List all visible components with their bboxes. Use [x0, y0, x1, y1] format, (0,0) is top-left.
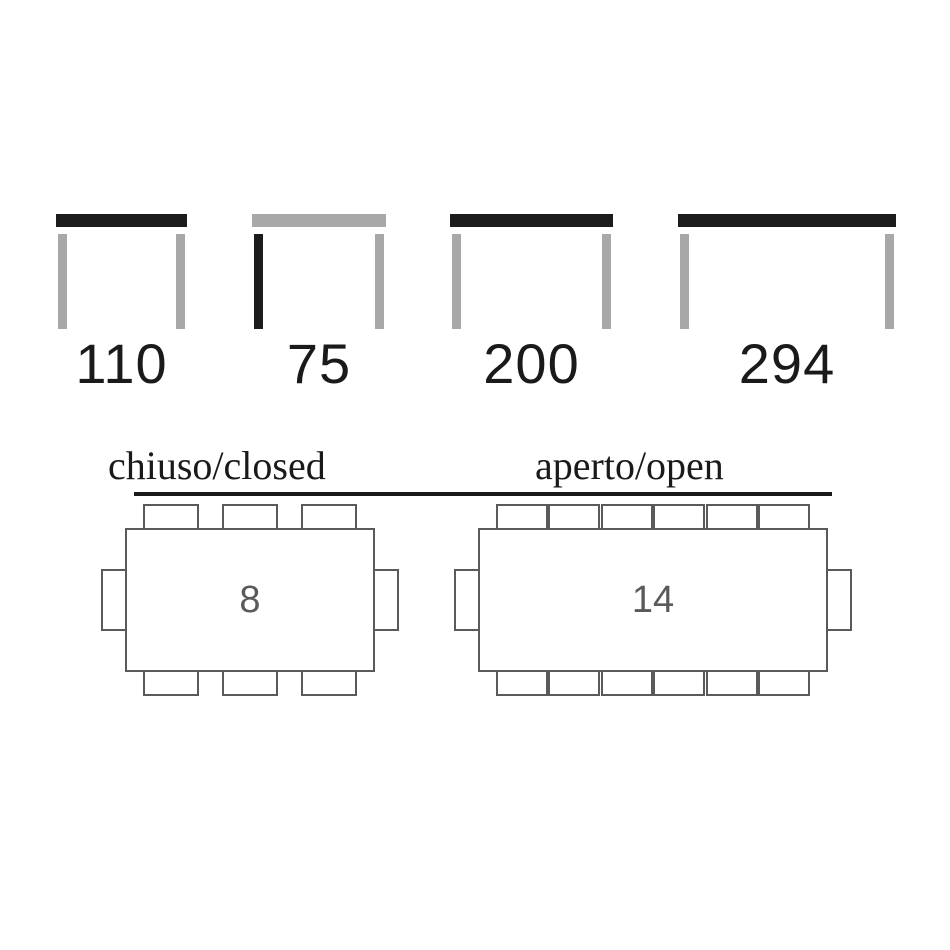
seat-rectangle — [826, 569, 852, 631]
seat-rectangle — [653, 504, 706, 530]
heading-underline-rule — [134, 492, 832, 496]
table-surface — [125, 528, 375, 672]
table-leg-left — [452, 234, 461, 329]
table-top-bar — [678, 214, 896, 227]
seat-rectangle — [548, 504, 601, 530]
seat-rectangle — [600, 670, 653, 696]
table-leg-left — [58, 234, 67, 329]
seat-rectangle — [101, 569, 127, 631]
table-leg-right — [602, 234, 611, 329]
seat-rectangle — [454, 569, 480, 631]
table-top-bar — [56, 214, 187, 227]
seat-rectangle — [758, 504, 810, 530]
seat-rectangle — [143, 670, 199, 696]
seat-count-label: 8 — [239, 579, 261, 621]
seat-rectangle — [600, 504, 653, 530]
table-leg-right — [176, 234, 185, 329]
seat-rectangle — [548, 670, 601, 696]
seat-rectangle — [143, 504, 199, 530]
seat-rectangle — [222, 504, 278, 530]
dimension-label-110: 110 — [75, 332, 168, 395]
table-leg-left — [680, 234, 689, 329]
seat-count-label: 14 — [631, 579, 675, 621]
table-leg-left — [254, 234, 263, 329]
dimension-label-75: 75 — [286, 332, 352, 395]
table-top-bar — [252, 214, 386, 227]
seat-rectangle — [301, 504, 357, 530]
dimension-label-200: 200 — [483, 332, 580, 395]
table-leg-right — [375, 234, 384, 329]
seat-rectangle — [653, 670, 706, 696]
heading-chiuso-closed: chiuso/closed — [108, 443, 326, 488]
table-leg-right — [885, 234, 894, 329]
seat-rectangle — [705, 504, 758, 530]
table-top-bar — [450, 214, 613, 227]
seat-rectangle — [705, 670, 758, 696]
seat-rectangle — [373, 569, 399, 631]
dimension-label-294: 294 — [738, 332, 836, 395]
table-surface — [478, 528, 828, 672]
seat-rectangle — [222, 670, 278, 696]
seat-rectangle — [301, 670, 357, 696]
seat-rectangle — [496, 504, 548, 530]
seat-rectangle — [496, 670, 548, 696]
heading-aperto-open: aperto/open — [535, 443, 724, 488]
seat-rectangle — [758, 670, 810, 696]
